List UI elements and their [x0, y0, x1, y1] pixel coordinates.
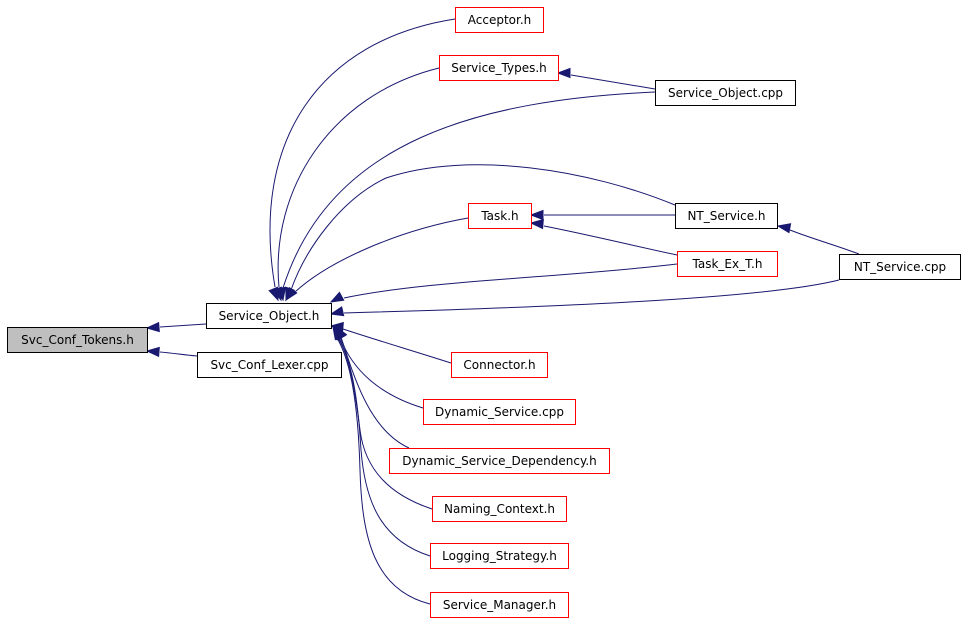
node-label: Svc_Conf_Lexer.cpp [210, 358, 328, 372]
node-box [675, 203, 778, 229]
node-label: Acceptor.h [468, 13, 532, 27]
edge-nt_service_cpp-to-service_object_h [329, 279, 840, 317]
node-label: Naming_Context.h [444, 502, 555, 516]
edge-arrowhead [285, 286, 298, 302]
edge-line [269, 18, 456, 288]
node-task-ex-t[interactable]: Task_Ex_T.h [677, 251, 778, 277]
edge-line [159, 323, 207, 328]
node-box [423, 399, 576, 425]
node-svc-conf-lexer[interactable]: Svc_Conf_Lexer.cpp [197, 352, 342, 378]
node-dynamic-service-dependency[interactable]: Dynamic_Service_Dependency.h [389, 448, 610, 474]
edge-arrowhead [529, 209, 544, 221]
edge-line [159, 351, 198, 357]
node-task[interactable]: Task.h [468, 203, 532, 229]
node-box [839, 254, 961, 280]
edge-line [789, 229, 860, 255]
edge-line [277, 67, 440, 288]
nodes-layer: Svc_Conf_Tokens.h Service_Object.hSvc_Con… [7, 7, 961, 618]
edge-line [543, 225, 678, 256]
edge-nt_service_cpp-to-nt_service_h [776, 223, 860, 255]
node-label: NT_Service.cpp [854, 260, 946, 274]
node-label: Service_Object.h [219, 309, 320, 323]
node-label: Logging_Strategy.h [442, 549, 557, 563]
edge-line [338, 337, 433, 510]
node-label: Connector.h [463, 358, 535, 372]
node-service-types[interactable]: Service_Types.h [439, 55, 559, 81]
node-nt-service-h[interactable]: NT_Service.h [675, 203, 778, 229]
edge-nt_service_h-to-task [529, 209, 675, 221]
node-label: Service_Manager.h [443, 598, 556, 612]
node-box [206, 303, 332, 329]
node-box [655, 80, 796, 106]
edge-arrowhead [556, 67, 571, 79]
edge-line [337, 337, 431, 557]
node-box [197, 352, 342, 378]
edge-service_object_cpp-to-service_object_h [275, 91, 656, 302]
edge-line [290, 164, 676, 291]
edge-acceptor-to-service_object_h [268, 18, 456, 302]
edge-nt_service_h-to-service_object_h [285, 164, 676, 302]
edge-logging_strategy-to-service_object_h [333, 325, 431, 557]
node-label: NT_Service.h [687, 209, 765, 223]
node-nt-service-cpp[interactable]: NT_Service.cpp [839, 254, 961, 280]
edge-arrowhead [329, 291, 345, 303]
edge-line [339, 336, 424, 409]
edge-task_ex_t-to-service_object_h [329, 263, 678, 303]
node-acceptor[interactable]: Acceptor.h [455, 7, 544, 33]
node-box [389, 448, 610, 474]
node-label: Dynamic_Service_Dependency.h [402, 454, 597, 468]
edge-connector-to-service_object_h [329, 321, 452, 364]
edge-naming_context-to-service_object_h [334, 325, 433, 510]
edge-line [343, 263, 678, 299]
node-box [432, 496, 567, 522]
node-box [439, 55, 559, 81]
edge-service_object_cpp-to-service_types [556, 67, 656, 90]
node-box [468, 203, 532, 229]
edge-dynamic_service_dependency-to-service_object_h [335, 325, 410, 449]
edge-line [340, 336, 410, 449]
edge-service_object_h-to-svc_conf_tokens [145, 321, 207, 333]
node-logging-strategy[interactable]: Logging_Strategy.h [430, 543, 569, 569]
node-dynamic-service[interactable]: Dynamic_Service.cpp [423, 399, 576, 425]
node-svc-conf-tokens[interactable]: Svc_Conf_Tokens.h [7, 327, 148, 353]
node-label: Task_Ex_T.h [692, 257, 763, 271]
node-box [677, 251, 778, 277]
node-box [430, 592, 569, 618]
node-label: Svc_Conf_Tokens.h [21, 333, 134, 347]
node-label: Service_Types.h [451, 61, 547, 75]
edge-arrowhead [529, 218, 544, 230]
edge-line [336, 337, 431, 605]
node-service-manager[interactable]: Service_Manager.h [430, 592, 569, 618]
edge-arrowhead [145, 346, 160, 358]
edge-line [294, 217, 469, 293]
edge-arrowhead [329, 306, 345, 317]
node-connector[interactable]: Connector.h [451, 352, 548, 378]
node-box [430, 543, 569, 569]
edge-service_manager-to-service_object_h [332, 325, 431, 605]
edge-service_types-to-service_object_h [272, 67, 440, 302]
edge-line [282, 91, 656, 289]
edge-arrowhead [776, 223, 792, 234]
edges-layer [145, 18, 860, 605]
edge-arrowhead [275, 286, 287, 302]
node-service-object-h[interactable]: Service_Object.h [206, 303, 332, 329]
node-box [7, 327, 148, 353]
edge-line [343, 279, 840, 314]
edge-task-to-service_object_h [285, 217, 469, 302]
edge-task_ex_t-to-task [529, 218, 678, 256]
edge-arrowhead [332, 325, 344, 341]
node-service-object-cpp[interactable]: Service_Object.cpp [655, 80, 796, 106]
edge-line [342, 328, 452, 364]
node-box [451, 352, 548, 378]
node-label: Service_Object.cpp [668, 86, 783, 100]
edge-arrowhead [145, 321, 160, 333]
edge-svc_conf_lexer-to-svc_conf_tokens [145, 346, 198, 358]
edge-line [570, 74, 656, 90]
node-label: Dynamic_Service.cpp [435, 405, 564, 419]
node-naming-context[interactable]: Naming_Context.h [432, 496, 567, 522]
node-box [455, 7, 544, 33]
node-label: Task.h [480, 209, 518, 223]
